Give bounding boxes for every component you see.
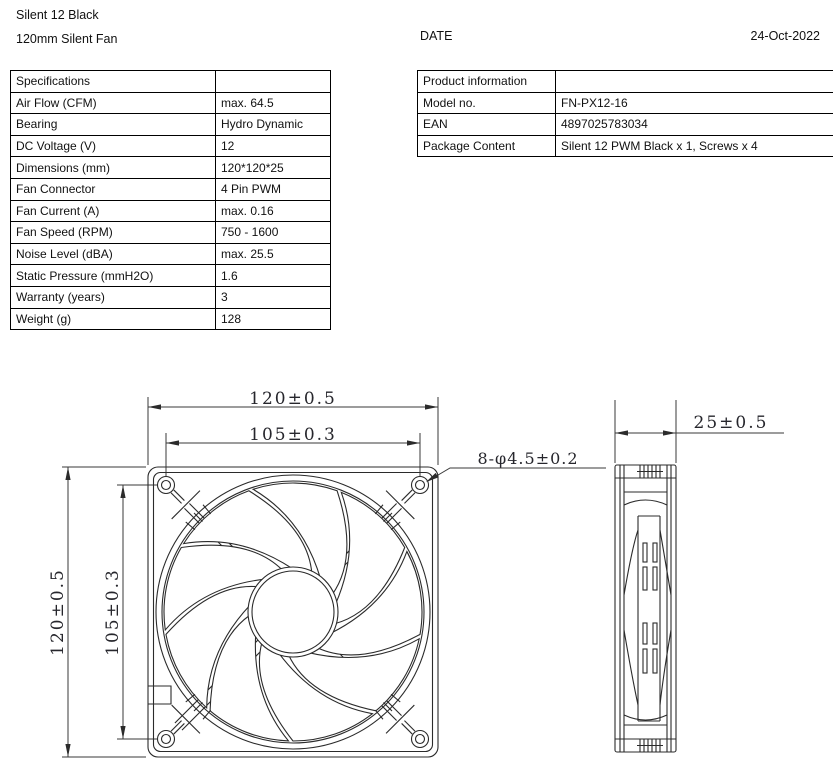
table-row: Static Pressure (mmH2O)1.6	[10, 264, 331, 287]
cell-label: Air Flow (CFM)	[10, 91, 216, 115]
cell-value: 1.6	[215, 264, 331, 287]
cell-value	[555, 70, 833, 93]
table-row: Warranty (years)3	[10, 285, 331, 309]
cell-label: Fan Speed (RPM)	[10, 221, 216, 244]
cell-label: Static Pressure (mmH2O)	[10, 264, 216, 287]
table-row: Weight (g)128	[10, 307, 331, 331]
cell-label: Bearing	[10, 113, 216, 136]
table-row: Air Flow (CFM)max. 64.5	[10, 91, 331, 115]
cell-value: 120*120*25	[215, 156, 331, 179]
cell-value: 750 - 1600	[215, 221, 331, 244]
dim-mount-holes: 8-φ4.5±0.2	[477, 449, 578, 468]
cell-value: 4 Pin PWM	[215, 177, 331, 201]
cell-label: Noise Level (dBA)	[10, 242, 216, 266]
date-value: 24-Oct-2022	[750, 29, 820, 43]
cell-label: Weight (g)	[10, 307, 216, 331]
cell-label: Fan Current (A)	[10, 199, 216, 223]
cell-value: 4897025783034	[555, 113, 833, 136]
cell-label: Dimensions (mm)	[10, 156, 216, 179]
dimension-lines	[62, 397, 784, 758]
dim-front-width: 120±0.5	[249, 389, 337, 409]
table-row: Noise Level (dBA)max. 25.5	[10, 242, 331, 266]
cell-value: max. 0.16	[215, 199, 331, 223]
table-row: DC Voltage (V)12	[10, 134, 331, 158]
cell-value: 3	[215, 285, 331, 309]
cell-label: Product information	[417, 70, 556, 93]
table-title-row: Specifications	[10, 70, 331, 93]
cell-label: Model no.	[417, 91, 556, 115]
cell-label: Specifications	[10, 70, 216, 93]
product-subtitle: 120mm Silent Fan	[16, 32, 118, 46]
cell-value: Hydro Dynamic	[215, 113, 331, 136]
cell-label: Fan Connector	[10, 177, 216, 201]
cell-label: Warranty (years)	[10, 285, 216, 309]
fan-front-view	[147, 466, 439, 758]
cell-value: 128	[215, 307, 331, 331]
dim-depth: 25±0.5	[694, 413, 769, 433]
fan-side-view	[614, 464, 677, 753]
technical-drawing: 120±0.5 105±0.3 120±0.5 105±0.3 8-φ4.5±0…	[48, 389, 784, 758]
table-row: Fan Current (A)max. 0.16	[10, 199, 331, 223]
cell-value	[215, 70, 331, 93]
cell-label: DC Voltage (V)	[10, 134, 216, 158]
cell-label: Package Content	[417, 134, 556, 158]
table-title-row: Product information	[417, 70, 833, 93]
dim-front-height-inner: 105±0.3	[103, 568, 123, 656]
cell-value: max. 64.5	[215, 91, 331, 115]
cell-label: EAN	[417, 113, 556, 136]
date-label: DATE	[420, 29, 453, 43]
table-row: Dimensions (mm)120*120*25	[10, 156, 331, 179]
cell-value: max. 25.5	[215, 242, 331, 266]
table-row: Model no.FN-PX12-16	[417, 91, 833, 115]
cell-value: Silent 12 PWM Black x 1, Screws x 4	[555, 134, 833, 158]
dim-front-height: 120±0.5	[48, 568, 68, 656]
product-title: Silent 12 Black	[16, 8, 99, 22]
cell-value: FN-PX12-16	[555, 91, 833, 115]
table-row: Fan Speed (RPM)750 - 1600	[10, 221, 331, 244]
dim-front-width-inner: 105±0.3	[249, 425, 337, 445]
cell-value: 12	[215, 134, 331, 158]
